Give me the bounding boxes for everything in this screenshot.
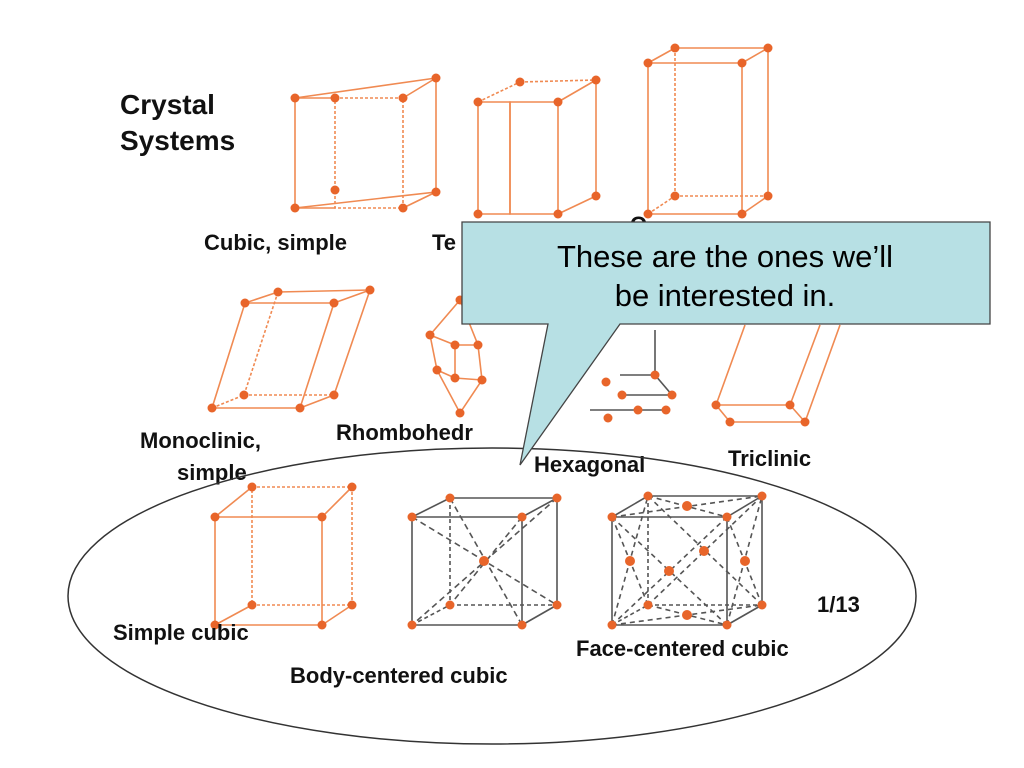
label-monoclinic-line2: simple [177, 460, 247, 485]
callout-line1: These are the ones we’ll [556, 239, 894, 274]
orthorhombic-lattice [643, 43, 773, 219]
label-cubic-simple: Cubic, simple [204, 230, 347, 255]
hexagonal-lattice [590, 330, 673, 411]
callout-line2: be interested in. [614, 278, 836, 313]
label-triclinic: Triclinic [728, 446, 811, 471]
label-body-centered-cubic: Body-centered cubic [290, 663, 508, 688]
body-centered-cubic-lattice [407, 493, 562, 630]
slide-title-line2: Systems [120, 125, 235, 156]
slide-title-line1: Crystal [120, 89, 215, 120]
label-tetragonal: Te [432, 230, 456, 255]
monoclinic-lattice [207, 285, 375, 413]
triclinic-lattice [711, 324, 841, 427]
label-rhombohedral: Rhombohedr [336, 420, 473, 445]
highlight-ellipse [67, 447, 917, 745]
label-monoclinic-line1: Monoclinic, [140, 428, 261, 453]
label-simple-cubic: Simple cubic [113, 620, 249, 645]
label-face-centered-cubic: Face-centered cubic [576, 636, 789, 661]
rhombohedral-lattice [425, 295, 487, 418]
hexagonal-atoms [601, 370, 677, 423]
slide-number: 1/13 [817, 592, 860, 617]
simple-cubic-lattice [210, 482, 357, 630]
face-centered-cubic-lattice [607, 491, 767, 630]
cubic-simple-lattice [290, 73, 441, 213]
callout-bubble [461, 221, 991, 466]
callout-text: These are the ones we’ll be interested i… [462, 228, 988, 324]
tetragonal-lattice [473, 75, 601, 219]
